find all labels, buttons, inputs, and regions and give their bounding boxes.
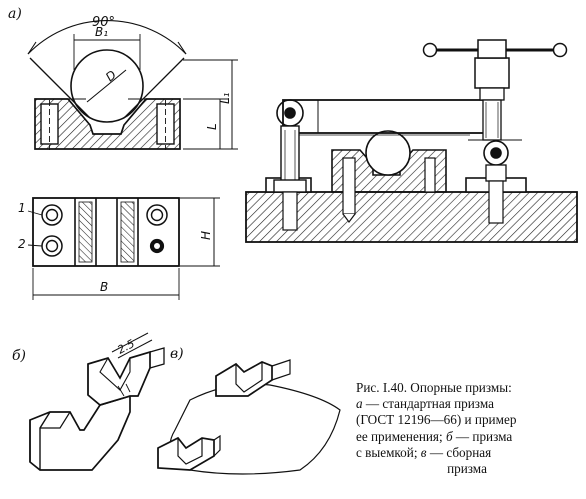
h-label: H xyxy=(199,231,213,240)
b1-label: B₁ xyxy=(95,25,108,39)
b-label: B xyxy=(100,280,108,294)
chamfer-label: 2.5 xyxy=(115,337,137,357)
panel-label-b: б) xyxy=(12,348,26,364)
panel-label-v: в) xyxy=(170,346,184,362)
l1-label: L₁ xyxy=(218,92,232,104)
prism-plan-view xyxy=(27,197,220,300)
panel-label-a: а) xyxy=(8,6,22,22)
caption-item-v-text: — сборная xyxy=(426,444,492,460)
assembled-prism xyxy=(157,359,341,475)
caption-line-6: призма xyxy=(447,461,487,477)
d-label: D xyxy=(103,68,119,85)
caption-item-b: б xyxy=(445,428,453,444)
caption-line-5-text: с выемкой; xyxy=(356,444,421,460)
angle-label: 90° xyxy=(92,15,115,30)
prism-with-recess xyxy=(29,332,165,471)
figure-caption: Рис. I.40. Опорные призмы: а — стандартн… xyxy=(356,380,578,477)
caption-item-a-text: — стандартная призма xyxy=(362,396,494,412)
caption-item-v: в xyxy=(420,444,427,460)
caption-line-2: а — стандартная призма xyxy=(356,396,578,412)
caption-line-1: Рис. I.40. Опорные призмы: xyxy=(356,380,512,395)
caption-line-5: с выемкой; в — сборная xyxy=(356,445,578,461)
caption-item-a: а xyxy=(356,396,363,412)
caption-item-b-text: — призма xyxy=(452,428,513,444)
fixture-assembly xyxy=(245,39,578,243)
l-label: L xyxy=(205,123,219,130)
callout-1: 1 xyxy=(18,201,26,215)
caption-line-4-text: ее применения; xyxy=(356,428,446,444)
caption-line-3: (ГОСТ 12196—66) и пример xyxy=(356,412,517,428)
prism-front-section xyxy=(27,20,238,150)
caption-line-4: ее применения; б — призма xyxy=(356,429,578,445)
callout-2: 2 xyxy=(18,237,26,251)
